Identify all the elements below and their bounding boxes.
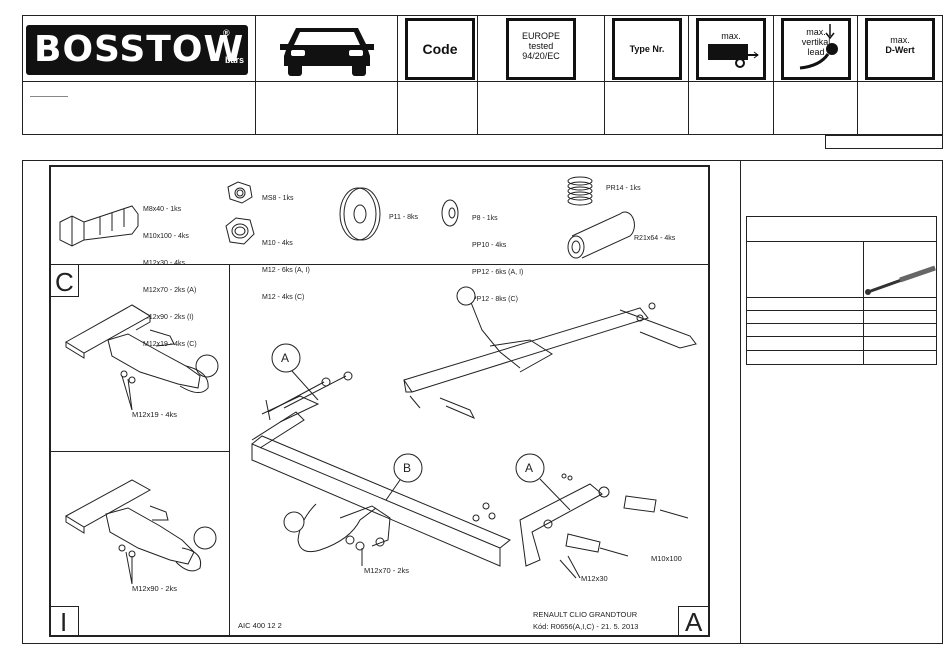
code-box: Code <box>405 18 475 80</box>
nuts-list: M10 - 4ks M12 - 6ks (A, I) M12 - 4ks (C) <box>262 240 310 301</box>
callout-b: B <box>403 461 412 475</box>
drawing-frame <box>49 165 710 637</box>
nut-ms8-label: MS8 - 1ks <box>262 195 294 202</box>
washer-p11-label: P11 - 8ks <box>389 214 419 221</box>
max-vertical-load-box: max. vertikal lead <box>781 18 851 80</box>
header-row-divider <box>22 81 943 82</box>
washers-list: P8 - 1ks PP10 - 4ks PP12 - 6ks (A, I) PP… <box>472 215 524 303</box>
view-i-bolt-label: M12x90 - 2ks <box>132 584 178 593</box>
m12x30-label: M12x30 <box>581 574 608 583</box>
aic-code: AIC 400 12 2 <box>238 621 282 630</box>
side-table <box>746 216 937 365</box>
view-c-bolt-label: M12x19 - 4ks <box>132 410 178 419</box>
header-table <box>22 15 943 135</box>
small-box-right <box>825 135 943 149</box>
vehicle-name: RENAULT CLIO GRANDTOUR <box>533 610 638 619</box>
max-d-wert-box: max. D-Wert <box>865 18 935 80</box>
europe-tested-box: EUROPE tested 94/20/EC <box>506 18 576 80</box>
view-c-letter: C <box>55 267 74 297</box>
m12x70-label: M12x70 - 2ks <box>364 566 410 575</box>
kod-line: Kód: R0656(A,I,C) - 21. 5. 2013 <box>533 622 639 631</box>
spring-label: PR14 - 1ks <box>606 185 641 192</box>
m10x100-label: M10x100 <box>651 554 682 563</box>
view-a-letter: A <box>685 607 703 637</box>
bolts-list: M8x40 - 1ks M10x100 - 4ks M12x30 - 4ks M… <box>143 206 197 348</box>
bosstow-logo: BOSSTOW ® bars <box>26 25 248 75</box>
tube-label: R21x64 - 4ks <box>634 235 676 242</box>
view-i-letter: I <box>60 607 68 637</box>
type-nr-box: Type Nr. <box>612 18 682 80</box>
callout-a-right: A <box>525 461 534 475</box>
main-sheet-frame <box>22 160 943 644</box>
max-trailer-box: max. <box>696 18 766 80</box>
callout-a-left: A <box>281 351 290 365</box>
